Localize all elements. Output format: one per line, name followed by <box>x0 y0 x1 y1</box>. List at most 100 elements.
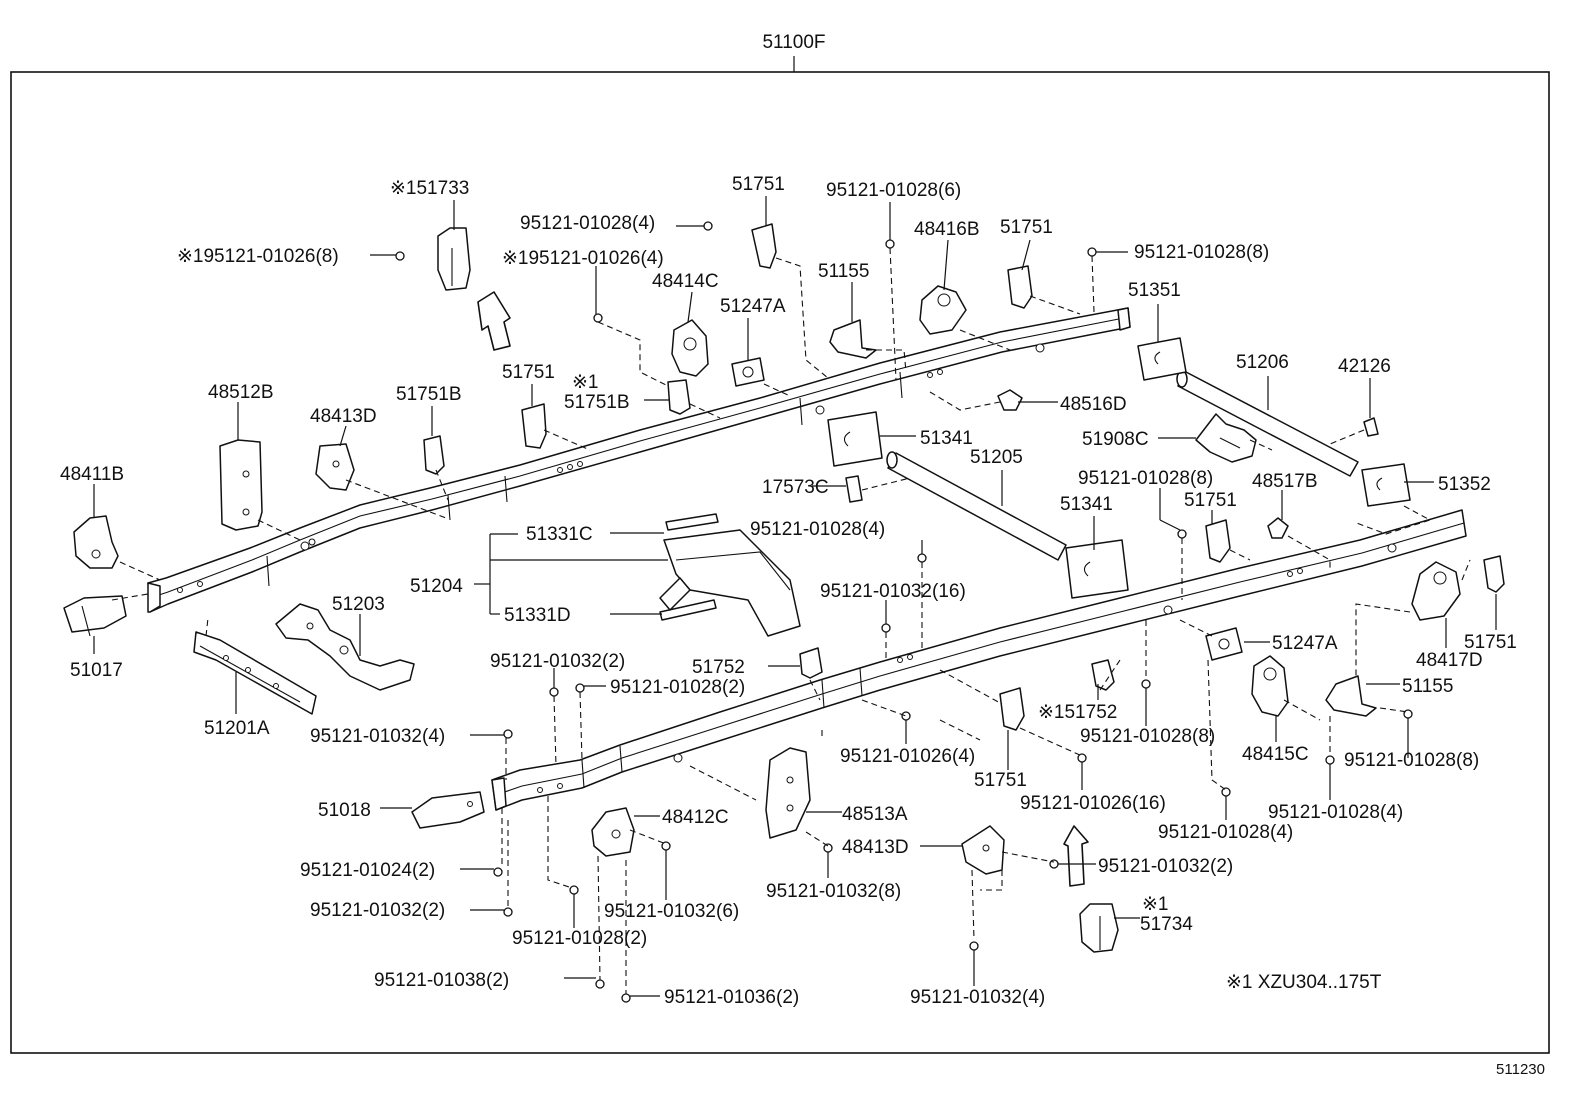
label-51341-upper: 51341 <box>920 428 973 449</box>
label-95121-01028-4-mid: 95121-01028(4) <box>750 519 885 540</box>
bracket-48512b <box>219 439 263 531</box>
label-51201a: 51201A <box>204 718 270 739</box>
label-95121-01028-2-bottom: 95121-01028(2) <box>512 928 647 949</box>
label-51203: 51203 <box>332 594 385 615</box>
bracket-48413d-lower <box>961 825 1005 875</box>
label-95121-01026-4-top: ※195121-01026(4) <box>502 248 664 269</box>
bracket-51908c <box>1195 413 1257 463</box>
label-95121-01028-4-bottom: 95121-01028(4) <box>1158 822 1293 843</box>
bracket-51751-lower <box>999 687 1025 731</box>
cross-member-51205 <box>886 451 1067 561</box>
label-95121-01028-4-lower-right: 95121-01028(4) <box>1268 802 1403 823</box>
label-note-1-upper: ※1 <box>572 372 599 393</box>
label-51341-lower: 51341 <box>1060 494 1113 515</box>
label-51751-upper-right: 51751 <box>1000 217 1053 238</box>
label-51331c: 51331C <box>526 524 593 545</box>
label-51908c: 51908C <box>1082 429 1149 450</box>
label-151752: ※151752 <box>1038 702 1117 723</box>
bracket-51751-top <box>751 223 777 269</box>
label-95121-01026-16: 95121-01026(16) <box>1020 793 1166 814</box>
clip-42126 <box>1363 417 1379 437</box>
label-95121-01032-4-bottom: 95121-01032(4) <box>910 987 1045 1008</box>
label-51752: 51752 <box>692 657 745 678</box>
label-48413d-upper: 48413D <box>310 406 377 427</box>
label-95121-01036-2: 95121-01036(2) <box>664 987 799 1008</box>
label-51751b: 51751B <box>396 384 462 405</box>
bracket-48417d <box>1411 561 1461 621</box>
label-95121-01032-2-top: 95121-01032(2) <box>490 651 625 672</box>
label-151733: ※151733 <box>390 178 469 199</box>
bracket-48513a <box>765 747 811 839</box>
bracket-51751-right <box>1205 519 1231 563</box>
label-48414c: 48414C <box>652 271 719 292</box>
label-42126: 42126 <box>1338 356 1391 377</box>
label-95121-01032-2-left: 95121-01032(2) <box>310 900 445 921</box>
bracket-51751b-small <box>667 379 691 415</box>
label-95121-01024-2: 95121-01024(2) <box>300 860 435 881</box>
label-51206: 51206 <box>1236 352 1289 373</box>
bracket-51751-upper-right <box>1007 265 1033 309</box>
bracket-51751b <box>423 435 445 475</box>
pad-51247a-upper <box>731 357 765 387</box>
label-51247a-upper: 51247A <box>720 296 786 317</box>
label-51751-far-right: 51751 <box>1464 632 1517 653</box>
crossmember-bracket-51341-lower <box>1065 539 1129 599</box>
leader-lines <box>93 196 1497 997</box>
label-17573c: 17573C <box>762 477 829 498</box>
label-51331d: 51331D <box>504 605 571 626</box>
bracket-48411b <box>73 515 119 569</box>
label-95121-01032-6: 95121-01032(6) <box>604 901 739 922</box>
label-48413d-lower: 48413D <box>842 837 909 858</box>
label-95121-01032-2-right: 95121-01032(2) <box>1098 856 1233 877</box>
label-48512b: 48512B <box>208 382 274 403</box>
bracket-51017 <box>63 595 127 637</box>
crossmember-bracket-51352 <box>1361 463 1411 507</box>
label-51204: 51204 <box>410 576 463 597</box>
label-51155-upper: 51155 <box>818 261 869 282</box>
right-side-rail <box>491 509 1467 811</box>
label-95121-01038-2: 95121-01038(2) <box>374 970 509 991</box>
bracket-48517b <box>1267 517 1289 539</box>
bracket-48415c <box>1251 655 1289 717</box>
bracket-51752-lower <box>1091 659 1115 691</box>
left-side-rail <box>147 307 1131 613</box>
label-51751b-small: 51751B <box>564 392 630 413</box>
crossmember-bracket-51351 <box>1137 337 1187 381</box>
bracket-51751-far-right <box>1483 555 1505 593</box>
bracket-51734 <box>1079 903 1119 953</box>
label-48415c: 48415C <box>1242 744 1309 765</box>
bracket-17573c <box>845 475 863 503</box>
footnote: ※1 XZU304..175T <box>1226 972 1382 993</box>
label-48411b: 48411B <box>60 464 124 485</box>
label-95121-01026-8: ※195121-01026(8) <box>177 246 339 267</box>
part-labels: 51100F 511230 ※1 XZU304..175T ※151733 ※1… <box>60 32 1545 1078</box>
cross-member-51206 <box>1176 370 1359 477</box>
label-51751-left: 51751 <box>502 362 555 383</box>
bracket-51751-left <box>521 403 547 449</box>
label-51751-lower: 51751 <box>974 770 1027 791</box>
bracket-51752 <box>799 647 823 679</box>
bracket-48414c <box>671 319 709 377</box>
label-51751-top: 51751 <box>732 174 785 195</box>
clip-48516d <box>997 389 1023 411</box>
label-95121-01032-4-left: 95121-01032(4) <box>310 726 445 747</box>
label-95121-01026-4-lower: 95121-01026(4) <box>840 746 975 767</box>
label-48513a: 48513A <box>842 804 908 825</box>
assembly-lines <box>111 247 1471 994</box>
frame-assembly-number: 51100F <box>762 32 825 53</box>
cross-member-51204 <box>659 513 801 637</box>
label-48412c: 48412C <box>662 807 729 828</box>
direction-arrow-rear <box>1063 825 1089 887</box>
label-51352: 51352 <box>1438 474 1491 495</box>
label-51155-lower: 51155 <box>1402 676 1453 697</box>
label-51017: 51017 <box>70 660 123 681</box>
label-95121-01028-6: 95121-01028(6) <box>826 180 961 201</box>
label-95121-01028-8-right: 95121-01028(8) <box>1344 750 1479 771</box>
bracket-48413d-upper <box>315 443 355 491</box>
bracket-48412c <box>591 807 635 857</box>
bracket-51155-upper <box>829 319 877 359</box>
bracket-51018 <box>411 791 485 829</box>
label-95121-01028-8-lower: 95121-01028(8) <box>1080 726 1215 747</box>
label-51018: 51018 <box>318 800 371 821</box>
